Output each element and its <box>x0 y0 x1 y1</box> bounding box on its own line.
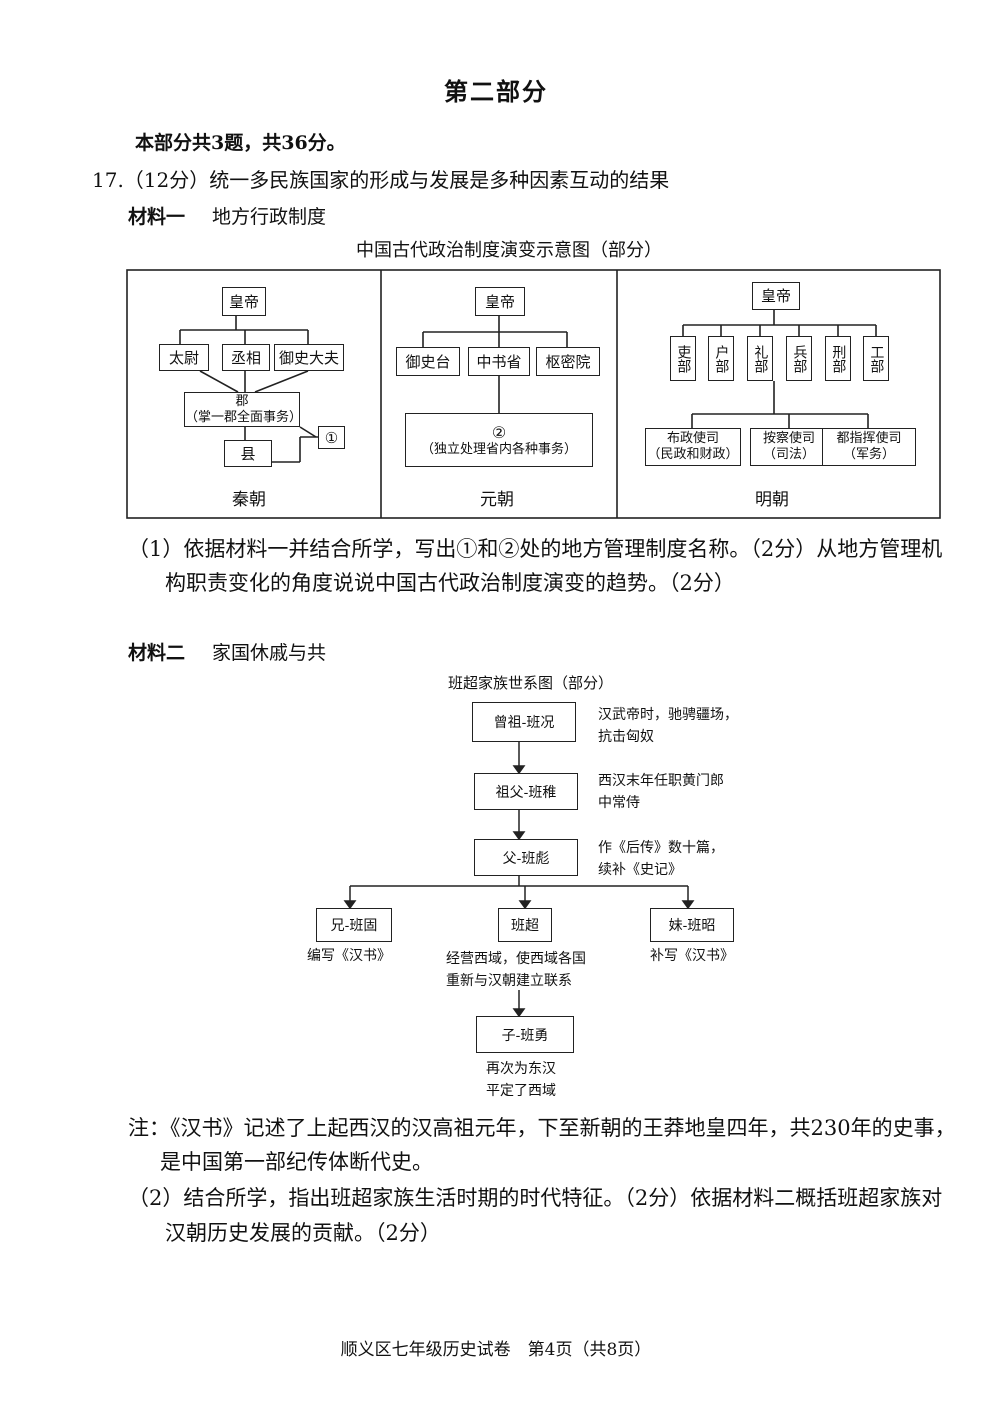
ming-buzhengshisi-box: 布政使司 （民政和财政） <box>645 428 741 466</box>
yuan-shumiyuan-box: 枢密院 <box>536 347 600 376</box>
family-tree-title: 班超家族世系图（部分） <box>448 674 614 692</box>
ming-bingbu-box: 兵部 <box>786 336 812 381</box>
brother-box: 兄-班固 <box>316 908 392 942</box>
ming-office-role: （军务） <box>842 447 895 462</box>
ming-emperor-box: 皇帝 <box>752 282 800 310</box>
subquestion-2-line1: （2）结合所学，指出班超家族生活时期的时代特征。（2分）依据材料二概括班超家族对 <box>128 1186 943 1210</box>
ban-chao-note: 经营西域，使西域各国 重新与汉朝建立联系 <box>446 951 586 989</box>
note-line2: 是中国第一部纪传体断代史。 <box>160 1150 433 1174</box>
ming-hubu-box: 户部 <box>708 336 734 381</box>
material1-title: 地方行政制度 <box>212 206 327 228</box>
qin-blank-1-box: ① <box>318 426 345 449</box>
ming-anchashisi-box: 按察使司 （司法） <box>750 428 828 466</box>
yuan-zhongshusheng-box: 中书省 <box>468 347 530 376</box>
son-note: 再次为东汉 平定了西域 <box>486 1061 556 1099</box>
ming-duzhihuishisi-box: 都指挥使司 （军务） <box>822 428 916 466</box>
qin-xian-box: 县 <box>224 440 272 467</box>
ming-libu-box: 吏部 <box>670 336 696 381</box>
section-intro: 本部分共3题，共36分。 <box>135 132 346 154</box>
section-title: 第二部分 <box>444 77 548 106</box>
great-grandfather-note: 汉武帝时，驰骋疆场， 抗击匈奴 <box>598 707 738 745</box>
grandfather-box: 祖父-班稚 <box>474 773 578 810</box>
ban-chao-box: 班超 <box>498 908 552 942</box>
yuan-blank-2: ② <box>491 422 507 442</box>
great-grandfather-box: 曾祖-班况 <box>472 702 576 742</box>
ming-office-name: 都指挥使司 <box>836 431 902 447</box>
sister-note: 补写《汉书》 <box>650 948 734 964</box>
son-box: 子-班勇 <box>476 1016 574 1053</box>
page-footer: 顺义区七年级历史试卷 第4页（共8页） <box>340 1340 652 1360</box>
ming-office-name: 布政使司 <box>666 431 719 447</box>
qin-taiwei-box: 太尉 <box>159 344 209 371</box>
ming-gongbu-box: 工部 <box>863 336 889 381</box>
material2-label: 材料二 <box>128 642 186 664</box>
ming-libu-rites-box: 礼部 <box>747 336 773 381</box>
yuan-province-box: ② （独立处理省内各种事务） <box>405 413 593 467</box>
ming-office-role: （司法） <box>762 447 815 462</box>
yuan-province-desc: （独立处理省内各种事务） <box>420 441 577 457</box>
material2-title: 家国休戚与共 <box>212 642 327 664</box>
qin-jun-desc: （掌一郡全面事务） <box>185 409 303 425</box>
qin-jun-label: 郡 <box>235 393 249 409</box>
subquestion-1-line1: （1）依据材料一并结合所学，写出①和②处的地方管理制度名称。（2分）从地方管理机 <box>128 537 943 561</box>
qin-jun-box: 郡 （掌一郡全面事务） <box>184 392 303 427</box>
material1-label: 材料一 <box>128 206 186 228</box>
father-note: 作《后传》数十篇， 续补《史记》 <box>598 840 724 878</box>
qin-caption: 秦朝 <box>232 490 266 510</box>
question-17-stem: 17.（12分）统一多民族国家的形成与发展是多种因素互动的结果 <box>92 168 670 192</box>
ming-xingbu-box: 刑部 <box>825 336 851 381</box>
diagram-title: 中国古代政治制度演变示意图（部分） <box>356 240 662 261</box>
qin-yushidafu-box: 御史大夫 <box>274 344 344 371</box>
ming-caption: 明朝 <box>755 490 789 510</box>
yuan-caption: 元朝 <box>480 490 514 510</box>
qin-emperor-box: 皇帝 <box>222 287 266 316</box>
father-box: 父-班彪 <box>474 839 578 876</box>
subquestion-2-line2: 汉朝历史发展的贡献。（2分） <box>165 1221 441 1245</box>
grandfather-note: 西汉末年任职黄门郎 中常侍 <box>598 773 724 811</box>
qin-chengxiang-box: 丞相 <box>222 344 270 371</box>
yuan-yushitai-box: 御史台 <box>396 347 460 376</box>
brother-note: 编写《汉书》 <box>307 948 391 964</box>
note-line1: 注：《汉书》记述了上起西汉的汉高祖元年，下至新朝的王莽地皇四年，共230年的史事… <box>128 1116 956 1140</box>
ming-office-name: 按察使司 <box>762 431 815 447</box>
yuan-emperor-box: 皇帝 <box>475 287 525 316</box>
sister-box: 妹-班昭 <box>650 908 734 942</box>
ming-office-role: （民政和财政） <box>647 447 739 462</box>
subquestion-1-line2: 构职责变化的角度说说中国古代政治制度演变的趋势。（2分） <box>165 571 735 595</box>
